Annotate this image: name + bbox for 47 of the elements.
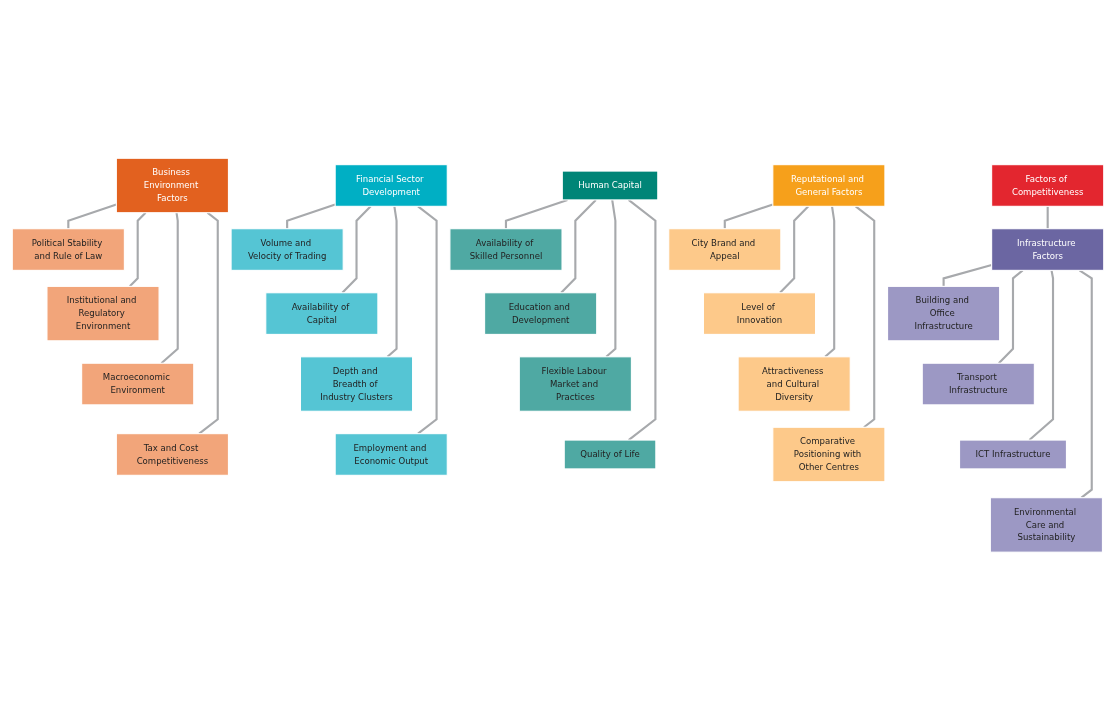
node-box: Institutional and Regulatory Environment [46,286,160,342]
connector [417,205,438,435]
connector [341,205,372,294]
connector [560,199,597,294]
node-box: Reputational and General Factors [772,164,886,208]
node-box: Education and Development [484,292,598,336]
connector [129,212,147,288]
connector [855,205,876,429]
node-box: Political Stability and Rule of Law [11,228,125,272]
node-box: Attractiveness and Cultural Diversity [737,356,851,413]
connector [627,199,657,442]
node-box: Flexible Labour Market and Practices [518,356,632,413]
node-box: Depth and Breadth of Industry Clusters [299,356,414,413]
node-box: Human Capital [561,170,659,201]
node-box: Tax and Cost Competitiveness [115,433,229,477]
node-box: Infrastructure Factors [991,228,1105,272]
node-box: Macroeconomic Environment [81,362,195,406]
connector [1078,269,1093,499]
connector [504,199,568,229]
connector [998,269,1024,365]
node-box: ICT Infrastructure [959,439,1067,470]
node-box: Comparative Positioning with Other Centres [772,427,886,483]
connector [198,212,219,435]
node-box: Factors of Competitiveness [991,164,1105,208]
connector [67,203,117,229]
connector [386,206,398,358]
connector [942,264,992,287]
connector [286,203,336,229]
connector [605,200,617,358]
node-box: Transport Infrastructure [921,362,1035,406]
connector [824,206,836,358]
node-box: Financial Sector Development [334,164,448,208]
node-box: Level of Innovation [702,292,817,336]
node-box: Business Environment Factors [115,158,229,214]
node-box: Availability of Capital [265,292,379,336]
connector [160,212,179,365]
connector [1046,206,1049,229]
node-box: City Brand and Appeal [668,228,782,272]
connector [1028,270,1055,442]
connector [779,205,810,294]
node-box: Building and Office Infrastructure [887,286,1001,342]
node-box: Environmental Care and Sustainability [989,497,1103,553]
node-box: Employment and Economic Output [334,433,448,477]
node-box: Volume and Velocity of Trading [230,228,344,272]
node-box: Quality of Life [563,439,657,470]
node-box: Availability of Skilled Personnel [449,228,563,272]
connector [723,203,774,229]
